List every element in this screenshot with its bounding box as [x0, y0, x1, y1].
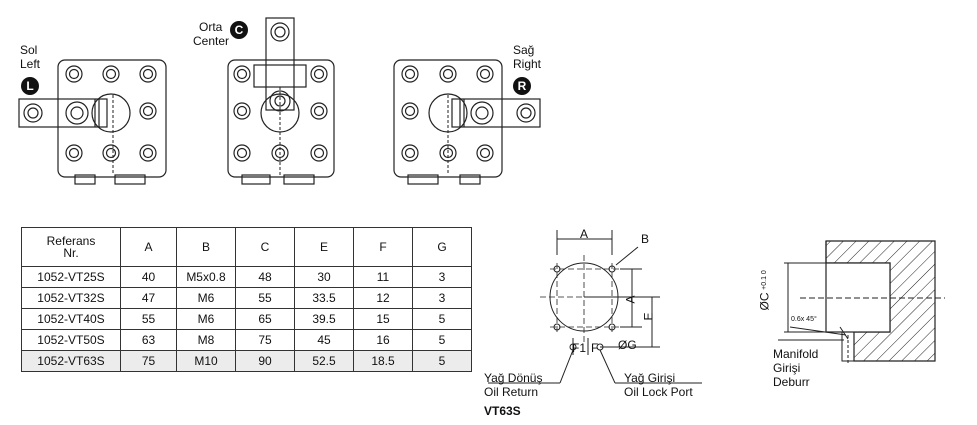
cell-b: M5x0.8 [176, 266, 236, 288]
manifold-note-line1: Manifold [773, 347, 819, 361]
cell-a: 40 [120, 266, 177, 288]
dim-e-label: E [641, 312, 656, 321]
table-row-highlighted: 1052-VT63S 75 M10 90 52.5 18.5 5 [21, 350, 472, 372]
cell-reference: 1052-VT63S [21, 350, 121, 372]
port-pattern-diagram [488, 230, 702, 384]
table-row: 1052-VT32S 47 M6 55 33.5 12 3 [21, 287, 472, 309]
cell-g: 5 [412, 308, 472, 330]
cell-f: 18.5 [353, 350, 413, 372]
cell-c: 65 [235, 308, 295, 330]
cell-a: 47 [120, 287, 177, 309]
header-a: A [120, 227, 177, 267]
cell-b: M10 [176, 350, 236, 372]
left-clamp-drawing [18, 59, 167, 185]
cell-reference: 1052-VT32S [21, 287, 121, 309]
dim-a-label: A [580, 227, 589, 241]
table-row: 1052-VT25S 40 M5x0.8 48 30 11 3 [21, 266, 472, 288]
right-view-label-en: Right [513, 57, 542, 71]
cell-g: 5 [412, 350, 472, 372]
header-reference-text: Referans Nr. [46, 234, 96, 260]
cell-a: 55 [120, 308, 177, 330]
header-b: B [176, 227, 236, 267]
cell-f: 15 [353, 308, 413, 330]
cell-g: 5 [412, 329, 472, 351]
cell-b: M6 [176, 308, 236, 330]
cell-e: 30 [294, 266, 354, 288]
cell-reference: 1052-VT50S [21, 329, 121, 351]
dim-f1-label: F1 [572, 341, 587, 355]
cell-f: 11 [353, 266, 413, 288]
cell-f: 12 [353, 287, 413, 309]
oil-return-label-tr: Yağ Dönüş [484, 371, 543, 385]
cell-reference: 1052-VT25S [21, 266, 121, 288]
dim-g-label: ØG [618, 338, 637, 352]
manifold-note-line3: Deburr [773, 375, 810, 389]
center-clamp-drawing [227, 17, 335, 185]
header-c: C [235, 227, 295, 267]
cell-a: 75 [120, 350, 177, 372]
cell-a: 63 [120, 329, 177, 351]
cell-e: 33.5 [294, 287, 354, 309]
cell-b: M6 [176, 287, 236, 309]
cell-e: 52.5 [294, 350, 354, 372]
manifold-note-line2: Girişi [773, 361, 801, 375]
center-badge: C [230, 21, 248, 39]
cell-c: 75 [235, 329, 295, 351]
cell-c: 90 [235, 350, 295, 372]
model-label: VT63S [484, 404, 521, 418]
cell-e: 45 [294, 329, 354, 351]
oil-inlet-label-tr: Yağ Girişi [624, 371, 676, 385]
center-view-label-en: Center [193, 34, 230, 48]
cell-c: 55 [235, 287, 295, 309]
cell-g: 3 [412, 287, 472, 309]
deburr-spec-label: 0.6x 45° [791, 316, 817, 323]
cell-reference: 1052-VT40S [21, 308, 121, 330]
left-badge: L [21, 77, 39, 95]
right-view-label-tr: Sağ [513, 43, 535, 57]
cell-g: 3 [412, 266, 472, 288]
header-g: G [412, 227, 472, 267]
right-badge: R [513, 77, 531, 95]
header-e: E [294, 227, 354, 267]
dimension-table: Referans Nr. A B C E F G 1052-VT25S 40 M… [21, 227, 472, 372]
table-row: 1052-VT40S 55 M6 65 39.5 15 5 [21, 308, 472, 330]
cell-e: 39.5 [294, 308, 354, 330]
oil-return-label-en: Oil Return [484, 385, 539, 399]
center-view-label-tr: Orta [199, 20, 223, 34]
cell-b: M8 [176, 329, 236, 351]
cell-c: 48 [235, 266, 295, 288]
table-header-row: Referans Nr. A B C E F G [21, 227, 472, 267]
cell-f: 16 [353, 329, 413, 351]
header-f: F [353, 227, 413, 267]
left-view-label-tr: Sol [20, 43, 38, 57]
dim-c-tolerance: +0.1 0 [760, 270, 768, 290]
dim-b-label: B [641, 232, 650, 246]
left-view-label-en: Left [20, 57, 41, 71]
dim-f-label: F [591, 341, 599, 355]
oil-inlet-label-en: Oil Lock Port [624, 385, 693, 399]
dim-a-vertical-label: A [623, 295, 638, 304]
header-reference: Referans Nr. [21, 227, 121, 267]
table-row: 1052-VT50S 63 M8 75 45 16 5 [21, 329, 472, 351]
dim-c-label: ØC [757, 292, 772, 311]
manifold-section-diagram [778, 240, 945, 365]
right-clamp-drawing [393, 59, 541, 185]
